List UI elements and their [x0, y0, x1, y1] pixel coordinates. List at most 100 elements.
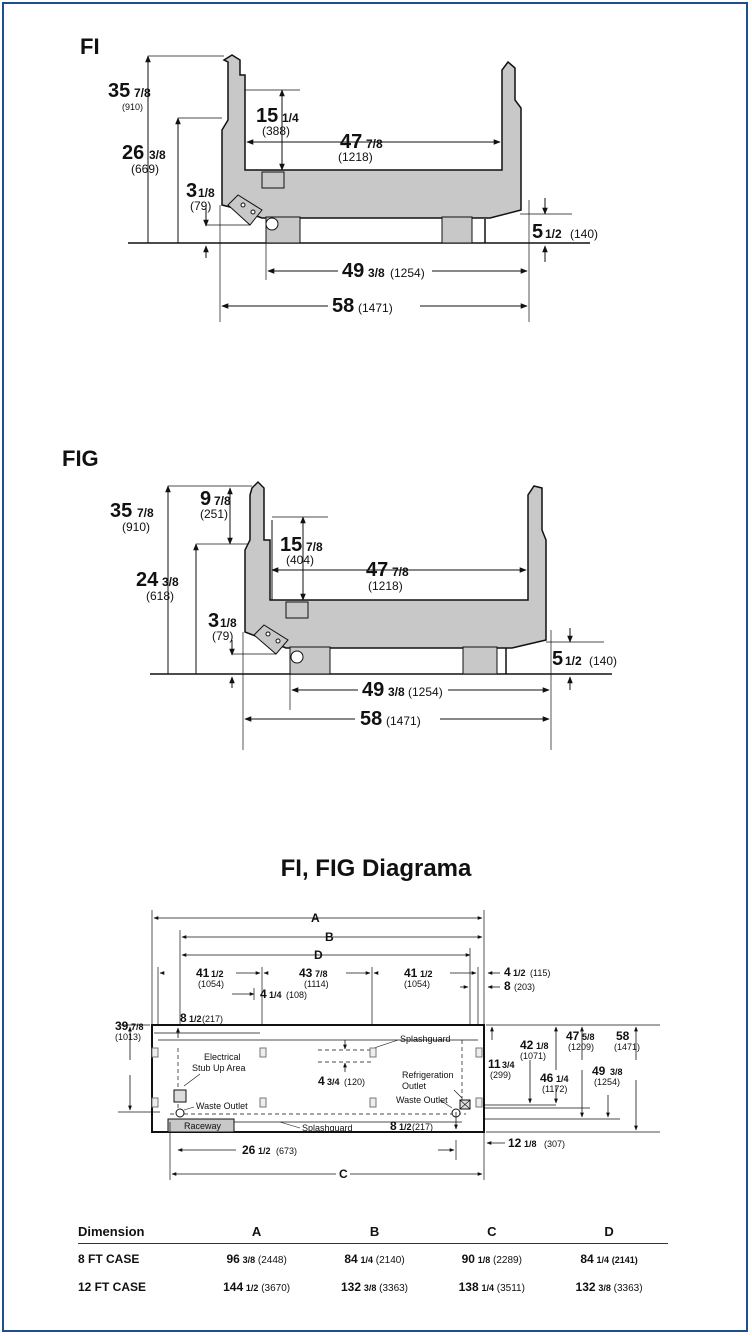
fig-dim-15-mm: (404) — [286, 553, 314, 567]
plan-label-waste-outlet-right: Waste Outlet — [396, 1095, 448, 1105]
plan-dim-12-mm: (307) — [544, 1139, 565, 1149]
plan-dim-8-5b-value: 8 — [390, 1119, 397, 1133]
fig-dim-24-value: 24 — [136, 569, 159, 591]
table-cell: 84 1/4 (2141) — [580, 1252, 638, 1266]
plan-dim-4-75-value: 4 — [318, 1074, 325, 1088]
fig-dim-9-fraction: 7/8 — [214, 494, 231, 508]
plan-dim-4-5-mm: (115) — [530, 968, 550, 978]
plan-dim-8-value: 8 — [504, 979, 511, 993]
fi-dim-35-mm: (910) — [122, 102, 143, 112]
fi-dim-3-value: 3 — [186, 180, 197, 202]
fig-dim-15-value: 15 — [280, 534, 302, 556]
plan-dim-46-fraction: 1/4 — [556, 1074, 569, 1084]
fi-section-diagram: 35 7/8 (910) 26 3/8 (669) 15 1/4 (388) 4… — [108, 54, 598, 322]
fig-dim-24-mm: (618) — [146, 589, 174, 603]
plan-dim-4-25-mm: (108) — [286, 990, 307, 1000]
plan-dim-41b-fraction: 1/2 — [420, 969, 433, 979]
plan-label-refrigeration-line1: Refrigeration — [402, 1070, 454, 1080]
plan-dim-26-value: 26 — [242, 1143, 256, 1157]
table-row: 12 FT CASE 144 1/2 (3670) 132 3/8 (3363)… — [78, 1272, 668, 1300]
plan-label-electrical-line1: Electrical — [204, 1052, 241, 1062]
plan-dim-42-value: 42 — [520, 1038, 534, 1052]
fi-dim-3-fraction: 1/8 — [198, 186, 215, 200]
plan-label-a: A — [311, 911, 320, 925]
fi-dim-35-fraction: 7/8 — [134, 86, 151, 100]
fi-dim-15-value: 15 — [256, 105, 278, 127]
fi-dim-5-value: 5 — [532, 221, 543, 243]
fi-dim-58-value: 58 — [332, 295, 354, 317]
plan-dim-39-mm: (1013) — [115, 1032, 141, 1042]
table-header-d: D — [550, 1220, 668, 1244]
table-cell: 132 3/8 (3363) — [341, 1280, 409, 1294]
fi-dim-5-mm: (140) — [570, 227, 598, 241]
table-header-b: B — [315, 1220, 434, 1244]
plan-dim-12-value: 12 — [508, 1136, 522, 1150]
plan-dim-47-5-mm: (1209) — [568, 1042, 594, 1052]
plan-label-b: B — [325, 930, 334, 944]
plan-dim-4-25-value: 4 — [260, 987, 267, 1001]
plan-label-raceway: Raceway — [184, 1121, 222, 1131]
fi-dim-26-fraction: 3/8 — [149, 148, 166, 162]
fig-dim-15-fraction: 7/8 — [306, 540, 323, 554]
figure-label-fig: FIG — [62, 446, 99, 471]
fig-dim-47-value: 47 — [366, 559, 388, 581]
fi-case-body — [221, 54, 522, 219]
plan-dim-58-value: 58 — [616, 1029, 630, 1043]
fi-dim-49-fraction: 3/8 — [368, 266, 385, 280]
plan-dim-11-mm: (299) — [490, 1070, 511, 1080]
plan-dim-58-mm: (1471) — [614, 1042, 640, 1052]
fi-dim-49-mm: (1254) — [390, 266, 425, 280]
plan-view-diagram: A B D C 41 1/2 (1054) 43 7/8 (1114) 41 1… — [115, 910, 660, 1181]
fig-dim-47-mm: (1218) — [368, 579, 403, 593]
plan-dim-4-75-mm: (120) — [344, 1077, 365, 1087]
plan-section-title: FI, FIG Diagrama — [280, 855, 472, 882]
plan-dim-47-5-fraction: 5/8 — [582, 1032, 595, 1042]
fi-dim-5-fraction: 1/2 — [545, 227, 562, 241]
fig-dim-58-value: 58 — [360, 708, 382, 730]
fig-dim-49-mm: (1254) — [408, 685, 443, 699]
fi-dim-15-fraction: 1/4 — [282, 111, 299, 125]
fig-dim-58-mm: (1471) — [386, 714, 421, 728]
plan-dim-26-fraction: 1/2 — [258, 1146, 271, 1156]
plan-dim-41b-value: 41 — [404, 966, 418, 980]
fig-dim-3-value: 3 — [208, 610, 219, 632]
table-cell: 84 1/4 (2140) — [344, 1252, 405, 1266]
fi-dim-26-value: 26 — [122, 142, 144, 164]
table-header-row: Dimension A B C D — [78, 1220, 668, 1244]
fi-dim-26-mm: (669) — [131, 162, 159, 176]
plan-dim-41a-mm: (1054) — [198, 979, 224, 989]
plan-dim-47-5-value: 47 — [566, 1029, 580, 1043]
plan-dim-46-value: 46 — [540, 1071, 554, 1085]
fig-dim-24-fraction: 3/8 — [162, 575, 179, 589]
plan-label-c: C — [339, 1167, 348, 1181]
plan-label-electrical-line2: Stub Up Area — [192, 1063, 246, 1073]
plan-dim-8-5b-mm: (217) — [412, 1122, 433, 1132]
fi-dim-47-value: 47 — [340, 131, 362, 153]
plan-dim-26-mm: (673) — [276, 1146, 297, 1156]
plan-dim-46-mm: (1172) — [542, 1084, 567, 1094]
fig-dim-49-fraction: 3/8 — [388, 685, 405, 699]
table-header-c: C — [433, 1220, 551, 1244]
plan-dim-11-fraction: 3/4 — [502, 1060, 515, 1070]
plan-dim-49-value: 49 — [592, 1064, 606, 1078]
plan-dim-8-5b-fraction: 1/2 — [399, 1122, 412, 1132]
row-label: 8 FT CASE — [78, 1252, 140, 1266]
fig-dim-35-value: 35 — [110, 500, 132, 522]
plan-dim-49-mm: (1254) — [594, 1077, 620, 1087]
plan-label-refrigeration-line2: Outlet — [402, 1081, 427, 1091]
row-label: 12 FT CASE — [78, 1280, 147, 1294]
plan-dim-43-value: 43 — [299, 966, 313, 980]
table-cell: 96 3/8 (2448) — [226, 1252, 287, 1266]
plan-dim-11-value: 11 — [488, 1057, 501, 1071]
fig-dim-9-value: 9 — [200, 488, 211, 510]
fi-dim-58-mm: (1471) — [358, 301, 393, 315]
plan-label-d: D — [314, 948, 323, 962]
table-cell: 132 3/8 (3363) — [575, 1280, 643, 1294]
table-cell: 144 1/2 (3670) — [223, 1280, 291, 1294]
fig-dim-3-fraction: 1/8 — [220, 616, 237, 630]
table-header-dimension: Dimension — [78, 1220, 198, 1244]
fi-dim-49-value: 49 — [342, 260, 364, 282]
plan-dim-4-75-fraction: 3/4 — [327, 1077, 340, 1087]
plan-dim-8-5a-mm: (217) — [202, 1014, 223, 1024]
fig-dim-35-fraction: 7/8 — [137, 506, 154, 520]
